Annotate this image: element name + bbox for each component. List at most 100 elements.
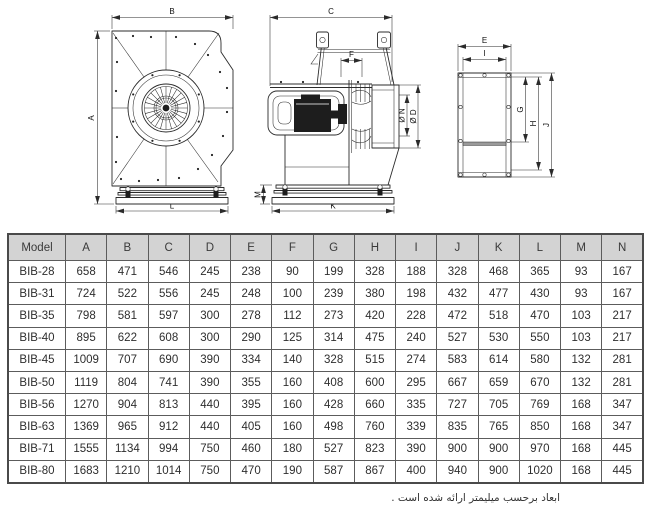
value-cell: 660 [353,393,397,417]
front-base-frame [115,186,229,205]
dim-label-f: F [349,50,354,59]
inlet-hub [162,104,170,112]
column-header: I [394,233,438,261]
value-cell: 750 [188,459,232,484]
value-cell: 940 [436,459,479,484]
value-cell: 867 [353,459,397,484]
value-cell: 281 [601,348,644,372]
column-header: M [559,233,603,261]
value-cell: 300 [188,304,232,328]
value-cell: 238 [229,259,273,284]
value-cell: 581 [106,304,149,328]
value-cell: 900 [477,459,520,484]
model-cell: BIB-71 [7,437,66,461]
dim-label-h: H [529,120,538,126]
motor [294,94,347,132]
value-cell: 727 [436,393,479,417]
column-header: E [229,233,273,261]
value-cell: 281 [601,370,644,395]
value-cell: 622 [106,326,149,350]
value-cell: 93 [559,259,603,284]
motor-mount-plate [270,83,372,88]
dim-label-phi-n: Ø N [398,108,407,122]
front-view-dimensions [94,15,234,214]
value-cell: 290 [229,326,273,350]
column-header: H [353,233,397,261]
value-cell: 168 [559,437,603,461]
scroll-lower-casing [284,135,400,186]
model-cell: BIB-50 [7,370,66,395]
side-bolt-dots [279,80,360,84]
value-cell: 472 [436,304,479,328]
value-cell: 440 [188,393,232,417]
value-cell: 217 [601,304,644,328]
drawing-svg: B A L [87,7,555,214]
value-cell: 798 [64,304,108,328]
value-cell: 190 [271,459,314,484]
value-cell: 400 [394,459,438,484]
value-cell: 198 [394,282,438,306]
value-cell: 380 [353,282,397,306]
value-cell: 965 [106,415,149,439]
model-cell: BIB-45 [7,348,66,372]
value-cell: 1014 [147,459,190,484]
flange-bolt-holes [458,73,511,177]
value-cell: 420 [353,304,397,328]
value-cell: 430 [518,282,562,306]
value-cell: 167 [601,259,644,284]
dim-label-phi-d: Ø D [409,109,418,123]
value-cell: 900 [436,437,479,461]
value-cell: 295 [394,370,438,395]
value-cell: 835 [436,415,479,439]
dim-label-m: M [254,191,263,198]
value-cell: 90 [271,259,314,284]
value-cell: 339 [394,415,438,439]
column-header: A [64,233,108,261]
value-cell: 132 [559,370,603,395]
value-cell: 132 [559,348,603,372]
value-cell: 432 [436,282,479,306]
value-cell: 314 [312,326,355,350]
inlet-hub-ring2 [155,97,177,119]
value-cell: 347 [601,393,644,417]
value-cell: 217 [601,326,644,350]
value-cell: 597 [147,304,190,328]
value-cell: 850 [518,415,562,439]
value-cell: 100 [271,282,314,306]
value-cell: 813 [147,393,190,417]
value-cell: 900 [477,437,520,461]
value-cell: 527 [312,437,355,461]
value-cell: 93 [559,282,603,306]
value-cell: 1270 [64,393,108,417]
value-cell: 328 [436,259,479,284]
value-cell: 477 [477,282,520,306]
flange-divider-bar [462,141,507,146]
value-cell: 1119 [64,370,108,395]
value-cell: 334 [229,348,273,372]
model-cell: BIB-31 [7,282,66,306]
column-header: C [147,233,190,261]
side-base-frame [271,184,395,205]
value-cell: 1134 [106,437,149,461]
value-cell: 750 [188,437,232,461]
dim-label-e: E [482,36,487,45]
value-cell: 471 [106,259,149,284]
value-cell: 180 [271,437,314,461]
value-cell: 460 [229,437,273,461]
impeller [348,80,372,153]
value-cell: 160 [271,370,314,395]
value-cell: 527 [436,326,479,350]
column-header: J [436,233,479,261]
column-header: L [518,233,562,261]
column-header: F [271,233,314,261]
value-cell: 167 [601,282,644,306]
column-header: G [312,233,355,261]
value-cell: 470 [229,459,273,484]
value-cell: 395 [229,393,273,417]
